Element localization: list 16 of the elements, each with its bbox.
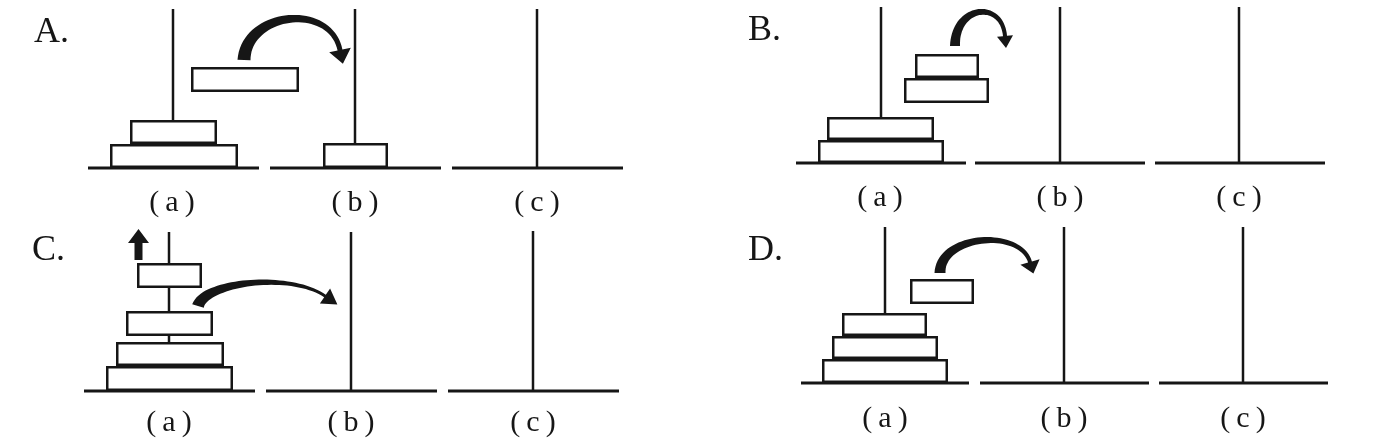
peg-label: (c) — [1220, 402, 1272, 432]
peg-label: (a) — [862, 402, 914, 432]
peg-label: (b) — [331, 186, 385, 216]
peg-label: (a) — [857, 181, 909, 211]
peg-label: (c) — [1216, 181, 1268, 211]
panel-label: D. — [748, 230, 783, 266]
peg-label: (c) — [510, 406, 562, 436]
peg-label: (b) — [327, 406, 381, 436]
peg-label: (a) — [149, 186, 201, 216]
panel-label: C. — [32, 230, 65, 266]
panel-label: A. — [34, 12, 69, 48]
peg-label: (b) — [1040, 402, 1094, 432]
peg-label: (c) — [514, 186, 566, 216]
panel-label: B. — [748, 10, 781, 46]
peg-label: (a) — [146, 406, 198, 436]
peg-label: (b) — [1036, 181, 1090, 211]
